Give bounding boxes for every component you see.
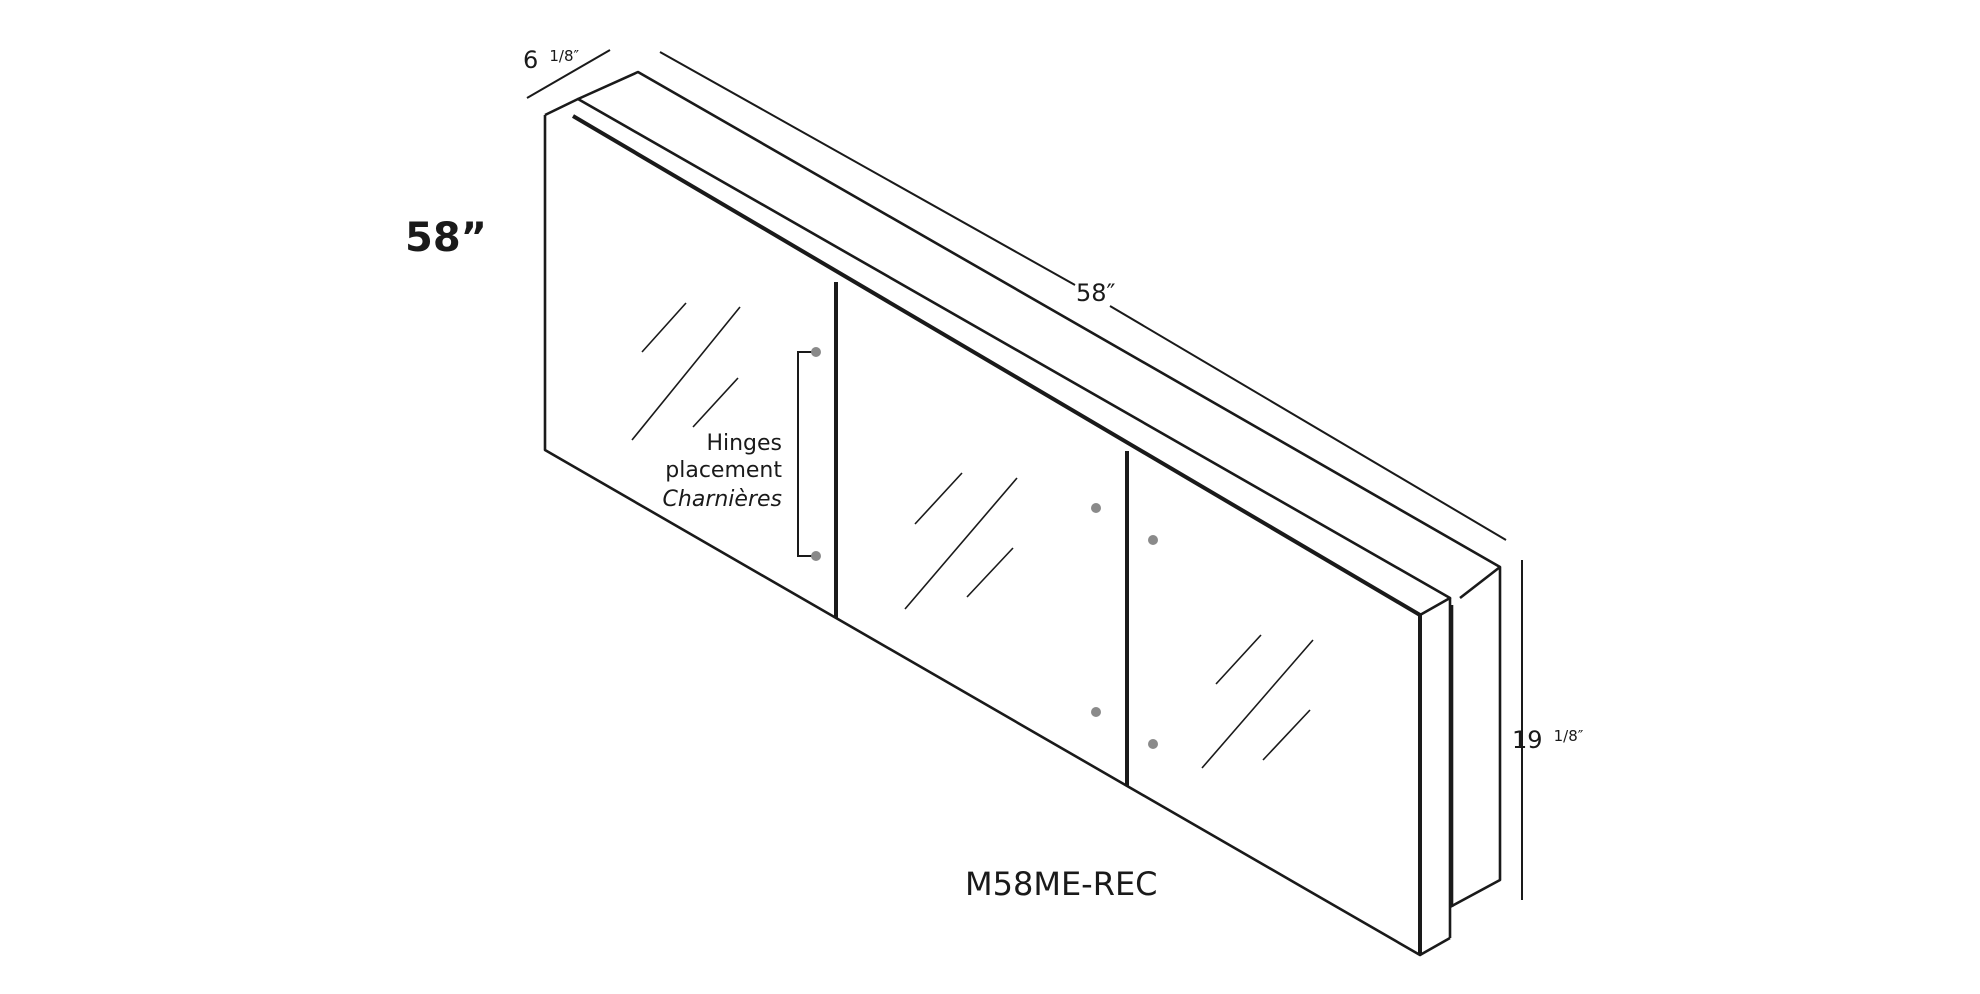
door-2-glare: [904, 472, 1018, 610]
depth-dimension-label: 6 1/8″: [523, 46, 580, 74]
hinge-dot: [1148, 535, 1158, 545]
hinge-bracket: [797, 351, 816, 557]
door-1-glare: [631, 302, 741, 441]
hinge-dot: [811, 551, 821, 561]
hinge-dot: [1091, 707, 1101, 717]
door-front: [543, 115, 1452, 957]
hinge-label: Hinges placement Charnières: [663, 431, 783, 512]
hinge-dot: [811, 347, 821, 357]
height-dimension-label: 19 1/8″: [1512, 726, 1584, 754]
cabinet-box: [577, 70, 1502, 909]
width-dimension-line-left: [659, 51, 1076, 286]
hinge-label-line1: Hinges: [706, 431, 782, 456]
model-label: M58ME-REC: [965, 865, 1158, 903]
width-dimension-line-right: [1109, 305, 1507, 541]
hinge-dot: [1148, 739, 1158, 749]
depth-dimension-line: [526, 49, 611, 99]
hinge-dot: [1091, 503, 1101, 513]
hinge-label-line2: placement: [665, 458, 782, 483]
width-dimension-label: 58″: [1076, 279, 1116, 307]
door-3-glare: [1201, 634, 1314, 769]
door-top-bevel: [544, 97, 1452, 617]
size-heading: 58”: [405, 215, 487, 261]
hinge-label-line3: Charnières: [663, 487, 782, 512]
